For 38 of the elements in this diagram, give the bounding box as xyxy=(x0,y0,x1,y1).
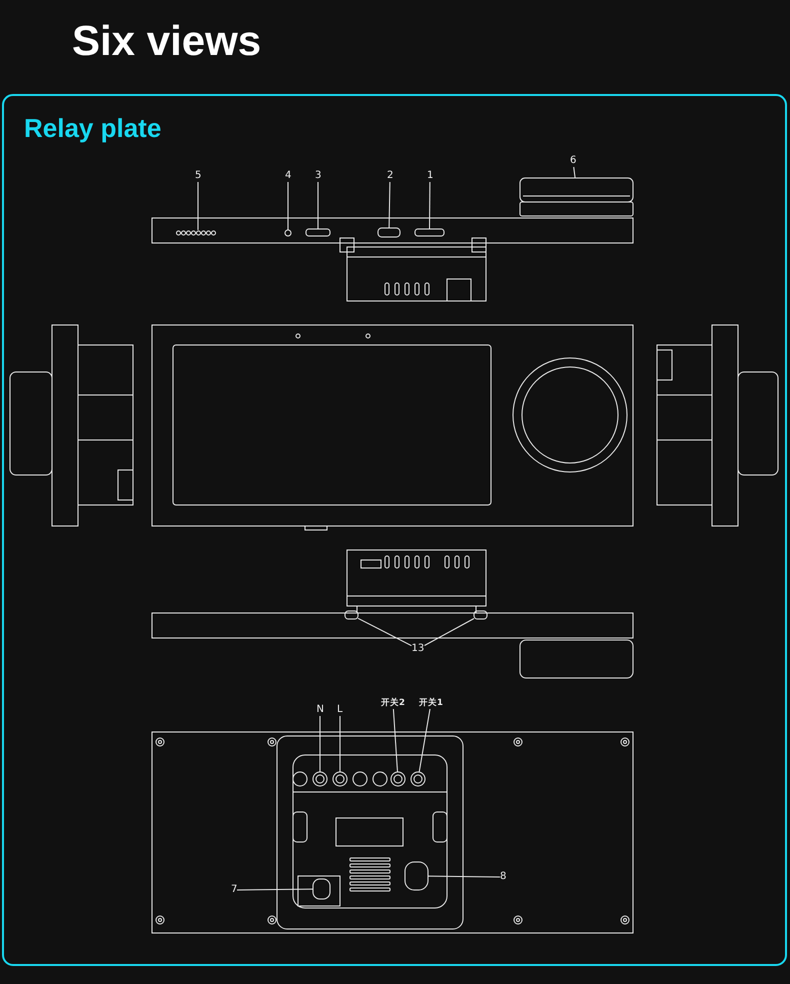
callout-label: 开关1 xyxy=(419,697,443,709)
callout-label: 3 xyxy=(315,170,322,182)
page-title: Six views xyxy=(72,16,262,66)
leader-line xyxy=(388,182,390,228)
wire-terminal xyxy=(332,772,348,786)
callout-label: 13 xyxy=(412,643,424,655)
port-opening xyxy=(378,228,400,238)
connector-socket xyxy=(312,878,330,900)
button-slot xyxy=(306,228,330,236)
leader-line xyxy=(392,708,398,772)
callout-label: 5 xyxy=(195,170,202,182)
leader-line xyxy=(429,182,430,230)
callout-label: L xyxy=(337,704,343,716)
leader-line xyxy=(418,708,430,772)
callout-label: 2 xyxy=(387,170,394,182)
network-port xyxy=(404,862,428,890)
mounting-clip xyxy=(344,610,358,620)
knob xyxy=(520,178,634,202)
wire-terminal xyxy=(312,772,328,786)
wire-terminal xyxy=(390,772,406,786)
callout-label: 8 xyxy=(500,871,506,883)
leader-line xyxy=(358,618,412,646)
callout-label: 开关2 xyxy=(381,697,405,709)
wire-terminal xyxy=(410,772,426,786)
callout-label: 4 xyxy=(285,170,292,182)
mounting-clip xyxy=(474,610,488,620)
leader-line xyxy=(236,888,314,890)
indicator-light-row xyxy=(176,230,216,236)
leader-line xyxy=(428,876,500,878)
card-slot xyxy=(414,228,444,236)
pinhole xyxy=(284,230,292,236)
section-heading: Relay plate xyxy=(24,112,162,144)
leader-line xyxy=(573,166,576,178)
callout-label: 6 xyxy=(570,155,576,167)
callout-label: N xyxy=(316,704,324,716)
leader-line xyxy=(424,618,474,646)
callout-label: 7 xyxy=(231,884,238,896)
callout-label: 1 xyxy=(427,170,434,182)
